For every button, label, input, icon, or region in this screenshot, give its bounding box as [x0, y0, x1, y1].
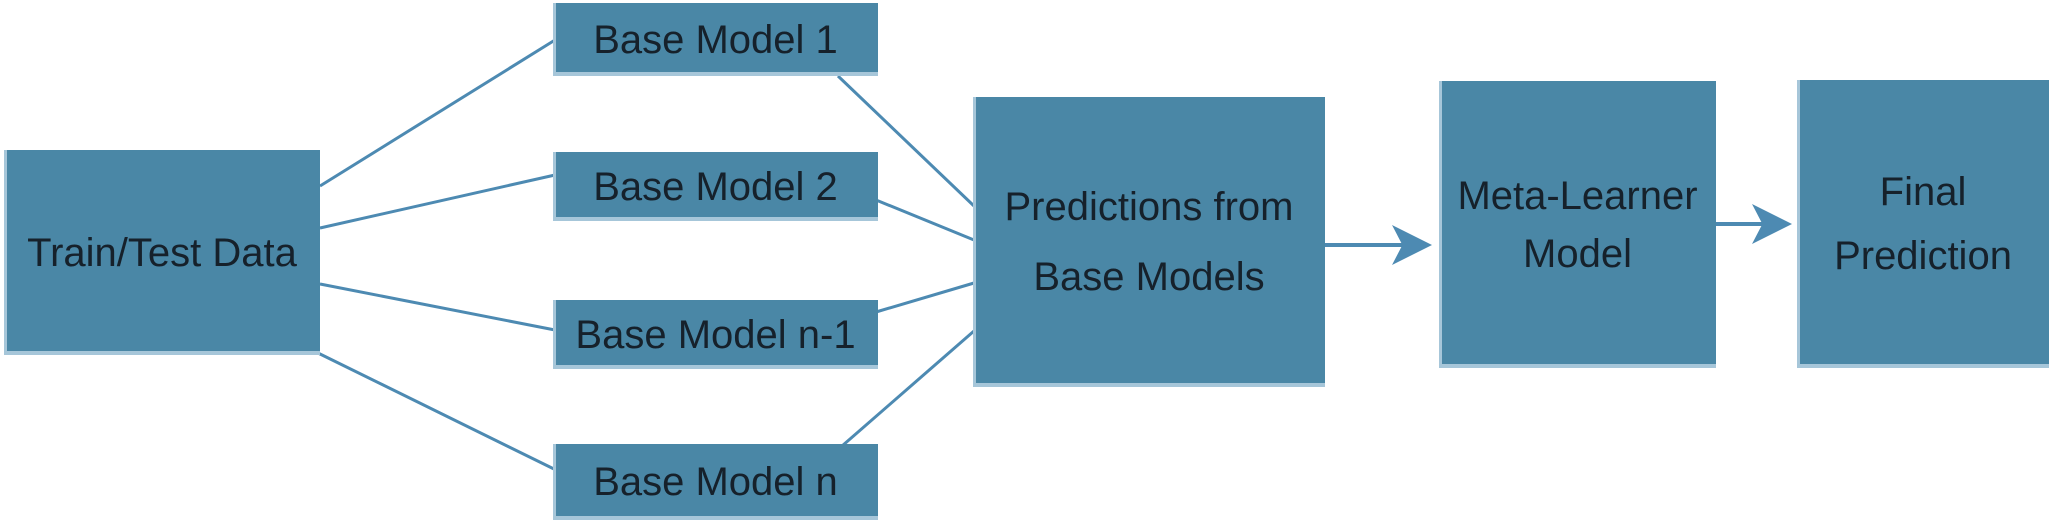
node-predictions-label-line2: Base Models — [1033, 255, 1265, 299]
node-predictions-from-base-models: Predictions from Base Models — [973, 97, 1325, 387]
node-base-model-1-label: Base Model 1 — [593, 17, 838, 62]
node-base-model-n-minus-1-label: Base Model n-1 — [575, 312, 856, 357]
node-train-test-data: Train/Test Data — [4, 150, 320, 355]
node-predictions-label-line1: Predictions from — [1004, 185, 1294, 229]
edge-base-n1-predictions — [875, 281, 975, 314]
node-base-model-2: Base Model 2 — [553, 152, 878, 221]
edge-base2-predictions — [875, 198, 975, 242]
edge-base1-predictions — [836, 74, 976, 208]
node-final-label-line1: Final — [1879, 170, 1967, 214]
edge-train-base-n — [317, 351, 557, 472]
node-final-label-line2: Prediction — [1834, 234, 2012, 278]
node-meta-label-line1: Meta-Learner — [1457, 173, 1698, 218]
node-train-test-data-label: Train/Test Data — [27, 230, 297, 275]
node-meta-learner-model: Meta-Learner Model — [1439, 81, 1716, 368]
edge-train-base1 — [319, 38, 556, 188]
node-base-model-n-minus-1: Base Model n-1 — [553, 300, 878, 369]
node-meta-label-line2: Model — [1523, 231, 1632, 276]
node-base-model-n: Base Model n — [553, 444, 878, 520]
edge-train-base-n1 — [319, 282, 556, 332]
node-base-model-2-label: Base Model 2 — [593, 164, 838, 209]
node-base-model-n-label: Base Model n — [593, 460, 838, 504]
node-base-model-1: Base Model 1 — [553, 3, 878, 76]
edge-base-n-predictions — [841, 329, 975, 448]
node-final-prediction: Final Prediction — [1797, 80, 2049, 368]
edge-train-base2 — [319, 173, 556, 230]
